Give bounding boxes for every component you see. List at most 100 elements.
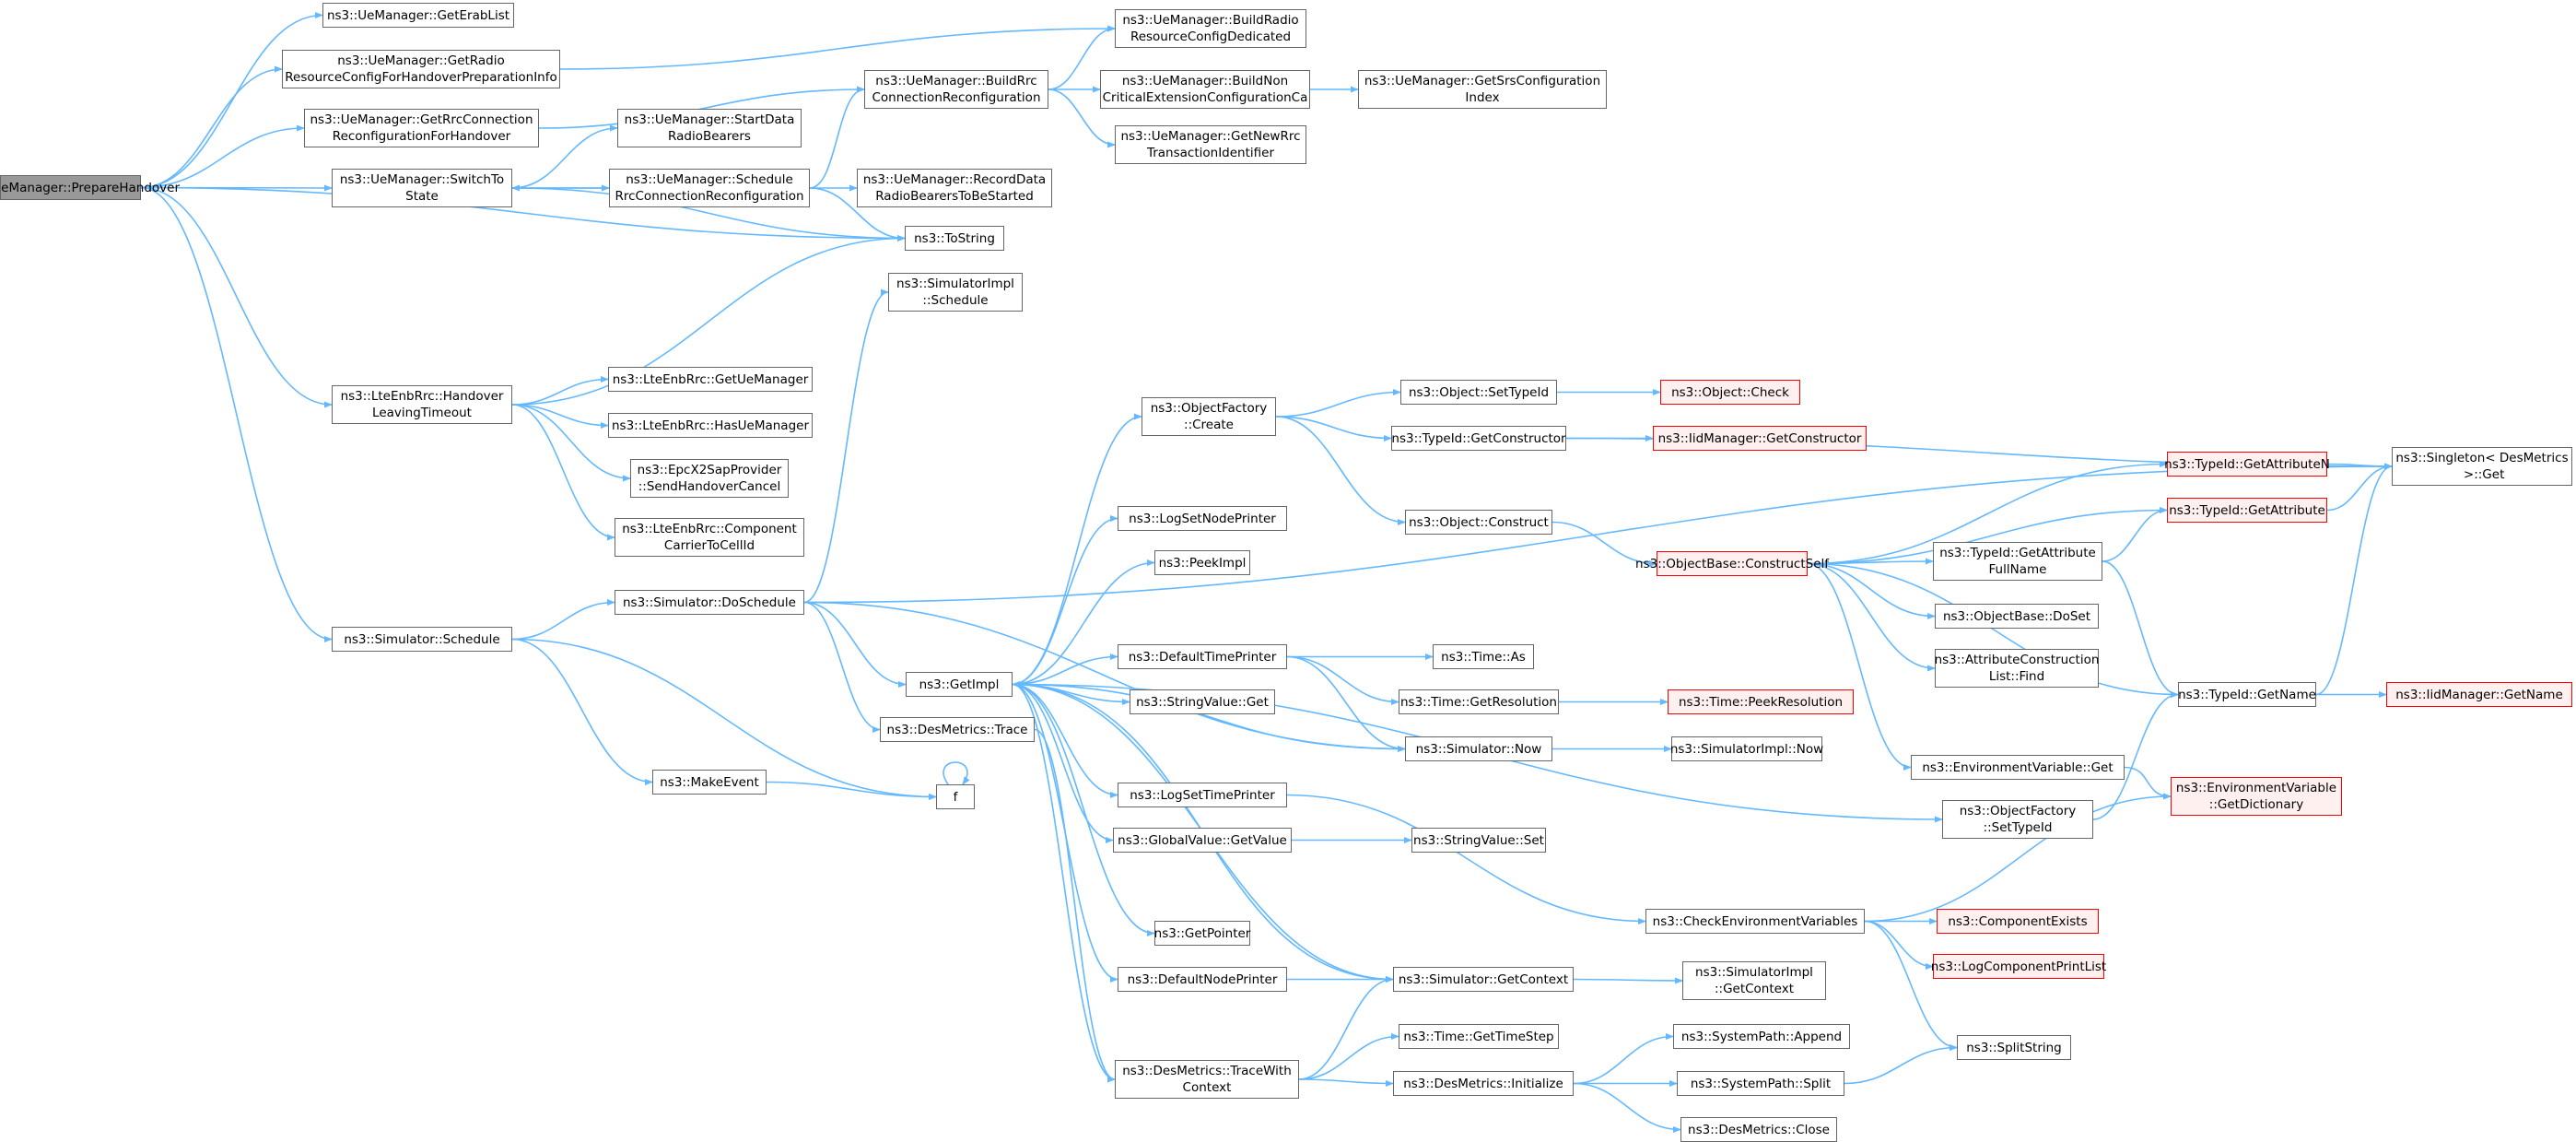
node-get-erab-list[interactable]: ns3::UeManager::GetErabList	[322, 3, 514, 28]
node-label: ns3::SystemPath::Split	[1690, 1076, 1832, 1091]
node-check-environment-variables[interactable]: ns3::CheckEnvironmentVariables	[1645, 909, 1865, 934]
node-build-non-critical-extension-configuration-ca[interactable]: ns3::UeManager::BuildNon CriticalExtensi…	[1100, 70, 1310, 109]
node-label: ns3::UeManager::GetRadio ResourceConfigF…	[285, 53, 557, 85]
node-record-data-radio-bearers-to-be-started[interactable]: ns3::UeManager::RecordData RadioBearersT…	[857, 169, 1052, 207]
node-get-radio-resource-config-for-handover[interactable]: ns3::UeManager::GetRadio ResourceConfigF…	[282, 50, 560, 88]
edge-n49-to-n59	[1864, 920, 1958, 1052]
node-object-check[interactable]: ns3::Object::Check	[1660, 380, 1800, 405]
node-get-srs-configuration-index[interactable]: ns3::UeManager::GetSrsConfiguration Inde…	[1358, 70, 1607, 109]
node-label: ns3::EnvironmentVariable::Get	[1922, 759, 2113, 775]
node-handover-leaving-timeout[interactable]: ns3::LteEnbRrc::Handover LeavingTimeout	[332, 385, 512, 424]
node-object-factory-set-type-id[interactable]: ns3::ObjectFactory ::SetTypeId	[1942, 800, 2093, 839]
node-object-base-do-set[interactable]: ns3::ObjectBase::DoSet	[1935, 604, 2099, 629]
node-time-as[interactable]: ns3::Time::As	[1433, 644, 1534, 669]
edge-n3-to-n4	[559, 25, 1116, 70]
node-schedule-rrc-connection-reconfiguration[interactable]: ns3::UeManager::Schedule RrcConnectionRe…	[609, 169, 810, 207]
node-label: ns3::Time::As	[1441, 649, 1526, 665]
node-label: ns3::EnvironmentVariable ::GetDictionary	[2175, 781, 2337, 812]
node-has-ue-manager[interactable]: ns3::LteEnbRrc::HasUeManager	[608, 413, 813, 438]
node-label: ns3::UeManager::GetErabList	[326, 7, 510, 23]
edge-n42-to-n61	[1807, 506, 2168, 565]
node-object-factory-create[interactable]: ns3::ObjectFactory ::Create	[1142, 397, 1276, 436]
node-label: ns3::GetImpl	[919, 677, 1000, 692]
node-label: ns3::GetPointer	[1153, 925, 1251, 941]
node-global-value-get-value[interactable]: ns3::GlobalValue::GetValue	[1113, 828, 1292, 853]
node-simulator-now[interactable]: ns3::Simulator::Now	[1405, 736, 1552, 761]
node-label: ns3::UeManager::SwitchTo State	[339, 172, 505, 204]
node-construct-self[interactable]: ns3::ObjectBase::ConstructSelf	[1635, 551, 1829, 576]
node-object-construct[interactable]: ns3::Object::Construct	[1405, 510, 1552, 535]
node-get-impl[interactable]: ns3::GetImpl	[906, 672, 1013, 697]
node-default-node-printer[interactable]: ns3::DefaultNodePrinter	[1118, 967, 1287, 992]
node-type-id-get-attribute-n[interactable]: ns3::TypeId::GetAttributeN	[2164, 452, 2330, 477]
edge-n61-to-n70	[2326, 463, 2393, 512]
node-iid-manager-get-name[interactable]: ns3::IidManager::GetName	[2386, 682, 2572, 707]
node-split-string[interactable]: ns3::SplitString	[1957, 1035, 2071, 1060]
node-send-handover-cancel[interactable]: ns3::EpcX2SapProvider ::SendHandoverCanc…	[630, 459, 789, 498]
node-get-ue-manager[interactable]: ns3::LteEnbRrc::GetUeManager	[608, 367, 813, 392]
node-label: ns3::StringValue::Set	[1413, 832, 1544, 848]
edge-n16-to-n18	[511, 404, 609, 430]
node-get-rrc-connection-reconfiguration-for-handover[interactable]: ns3::UeManager::GetRrcConnection Reconfi…	[304, 109, 539, 147]
node-simulator-get-context[interactable]: ns3::Simulator::GetContext	[1393, 967, 1574, 992]
node-label: ns3::Object::Check	[1671, 384, 1789, 400]
node-component-carrier-to-cell-id[interactable]: ns3::LteEnbRrc::Component CarrierToCellI…	[615, 518, 804, 557]
node-start-data-radio-bearers[interactable]: ns3::UeManager::StartData RadioBearers	[617, 109, 802, 147]
node-simulator-schedule[interactable]: ns3::Simulator::Schedule	[332, 627, 512, 652]
edge-n25-to-n36	[1012, 683, 1116, 1083]
node-des-metrics-close[interactable]: ns3::DesMetrics::Close	[1680, 1117, 1837, 1142]
node-f[interactable]: f	[936, 784, 975, 809]
edge-n26-to-n36	[1034, 728, 1116, 1083]
edge-n67-to-n69	[2124, 766, 2172, 800]
node-simulator-impl-now[interactable]: ns3::SimulatorImpl::Now	[1670, 736, 1823, 761]
edge-n25-to-n29	[1012, 559, 1155, 686]
node-time-get-time-step[interactable]: ns3::Time::GetTimeStep	[1399, 1024, 1559, 1049]
node-des-metrics-trace[interactable]: ns3::DesMetrics::Trace	[880, 717, 1035, 742]
node-string-value-get[interactable]: ns3::StringValue::Get	[1130, 689, 1275, 714]
node-build-radio-resource-config-dedicated[interactable]: ns3::UeManager::BuildRadio ResourceConfi…	[1115, 9, 1306, 48]
node-time-get-resolution[interactable]: ns3::Time::GetResolution	[1399, 689, 1559, 714]
edge-n1-to-n2	[140, 11, 323, 189]
node-label: ns3::DesMetrics::Close	[1688, 1122, 1830, 1137]
node-label: ns3::Simulator::Now	[1415, 741, 1542, 757]
node-type-id-get-attribute-full-name[interactable]: ns3::TypeId::GetAttribute FullName	[1933, 542, 2102, 581]
node-get-new-rrc-transaction-identifier[interactable]: ns3::UeManager::GetNewRrc TransactionIde…	[1115, 125, 1306, 164]
node-iid-manager-get-constructor[interactable]: ns3::IidManager::GetConstructor	[1653, 426, 1867, 451]
node-type-id-get-name[interactable]: ns3::TypeId::GetName	[2178, 682, 2316, 707]
node-environment-variable-get[interactable]: ns3::EnvironmentVariable::Get	[1911, 755, 2125, 780]
edge-n52-to-n53	[1573, 977, 1683, 984]
node-to-string[interactable]: ns3::ToString	[905, 226, 1004, 251]
node-switch-to-state[interactable]: ns3::UeManager::SwitchTo State	[332, 169, 512, 207]
node-simulator-impl-schedule[interactable]: ns3::SimulatorImpl ::Schedule	[888, 273, 1023, 312]
node-system-path-append[interactable]: ns3::SystemPath::Append	[1673, 1024, 1850, 1049]
node-label: ns3::EpcX2SapProvider ::SendHandoverCanc…	[637, 463, 782, 494]
node-environment-variable-get-dictionary[interactable]: ns3::EnvironmentVariable ::GetDictionary	[2171, 777, 2342, 816]
node-label: ns3::Singleton< DesMetrics >::Get	[2395, 451, 2569, 482]
node-label: ns3::TypeId::GetAttribute	[2169, 502, 2325, 518]
node-default-time-printer[interactable]: ns3::DefaultTimePrinter	[1118, 644, 1287, 669]
node-label: ns3::TypeId::GetAttributeN	[2164, 456, 2330, 472]
node-log-set-time-printer[interactable]: ns3::LogSetTimePrinter	[1118, 783, 1287, 807]
node-component-exists[interactable]: ns3::ComponentExists	[1937, 909, 2099, 934]
node-simulator-impl-get-context[interactable]: ns3::SimulatorImpl ::GetContext	[1682, 961, 1826, 1000]
node-log-component-print-list[interactable]: ns3::LogComponentPrintList	[1931, 954, 2106, 979]
node-trace-with-context[interactable]: ns3::DesMetrics::TraceWith Context	[1115, 1060, 1299, 1099]
node-type-id-get-attribute[interactable]: ns3::TypeId::GetAttribute	[2167, 498, 2327, 523]
node-peek-impl[interactable]: ns3::PeekImpl	[1154, 550, 1250, 575]
node-label: ns3::UeManager::PrepareHandover	[0, 180, 181, 195]
node-log-set-node-printer[interactable]: ns3::LogSetNodePrinter	[1118, 506, 1287, 531]
node-type-id-get-constructor[interactable]: ns3::TypeId::GetConstructor	[1391, 426, 1566, 451]
node-build-rrc-connection-reconfiguration[interactable]: ns3::UeManager::BuildRrc ConnectionRecon…	[864, 70, 1048, 109]
node-object-set-type-id[interactable]: ns3::Object::SetTypeId	[1400, 380, 1557, 405]
node-string-value-set[interactable]: ns3::StringValue::Set	[1411, 828, 1546, 853]
edge-n25-to-n30	[1012, 653, 1118, 686]
node-simulator-do-schedule[interactable]: ns3::Simulator::DoSchedule	[615, 590, 804, 615]
node-get-pointer[interactable]: ns3::GetPointer	[1154, 921, 1250, 946]
node-singleton-des-metrics-get[interactable]: ns3::Singleton< DesMetrics >::Get	[2392, 447, 2572, 486]
node-time-peek-resolution[interactable]: ns3::Time::PeekResolution	[1668, 689, 1854, 714]
node-prepare-handover[interactable]: ns3::UeManager::PrepareHandover	[0, 175, 180, 200]
node-system-path-split[interactable]: ns3::SystemPath::Split	[1677, 1071, 1844, 1096]
node-make-event[interactable]: ns3::MakeEvent	[652, 770, 767, 795]
node-des-metrics-initialize[interactable]: ns3::DesMetrics::Initialize	[1393, 1071, 1574, 1096]
node-attribute-construction-list-find[interactable]: ns3::AttributeConstruction List::Find	[1935, 649, 2099, 688]
